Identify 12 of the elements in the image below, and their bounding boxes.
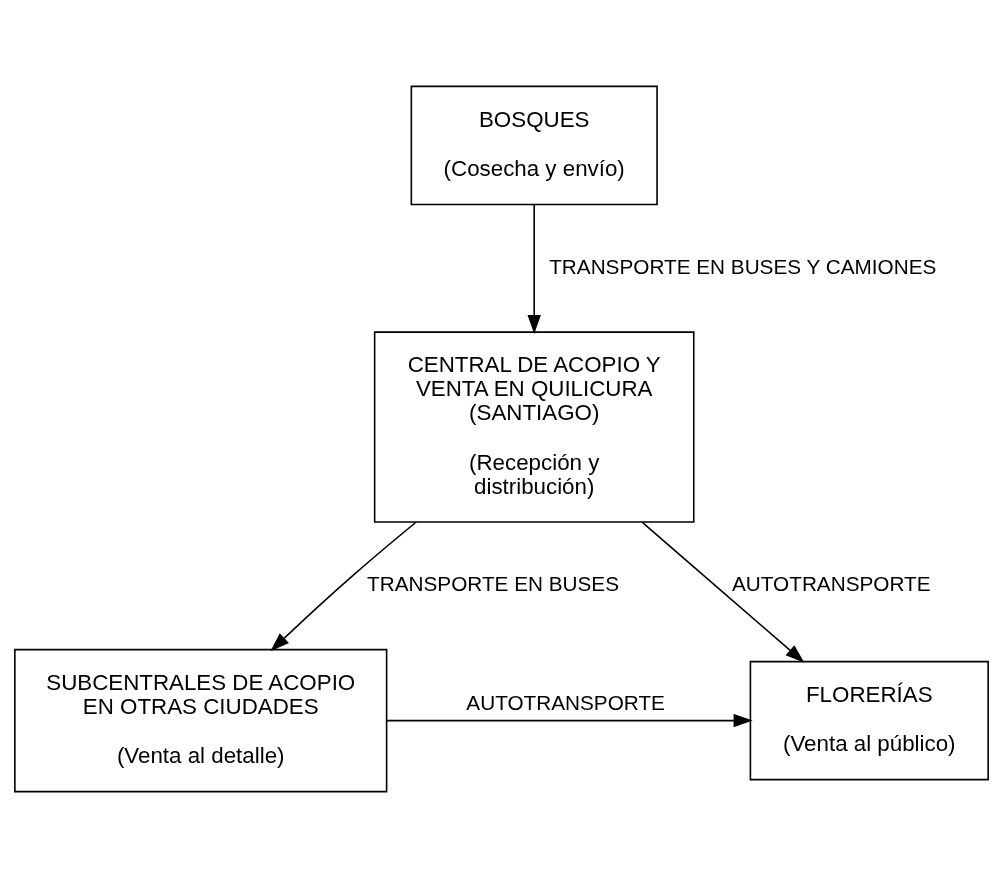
node-box: BOSQUES (Cosecha y envío) — [410, 85, 658, 206]
node-box: SUBCENTRALES DE ACOPIO EN OTRAS CIUDADES (Venta al detalle) — [14, 648, 388, 793]
arrow — [641, 521, 805, 663]
edge-label: AUTOTRANSPORTE — [466, 691, 665, 715]
node-box: CENTRAL DE ACOPIO Y VENTA EN QUILICURA (SANTIAGO) (Recepción y distribución) — [373, 331, 695, 523]
edge-label: TRANSPORTE EN BUSES — [367, 572, 619, 596]
arrow — [527, 203, 541, 335]
edge-label: TRANSPORTE EN BUSES Y CAMIONES — [549, 254, 937, 278]
arrow — [270, 521, 418, 652]
edge-label: AUTOTRANSPORTE — [732, 572, 931, 596]
node-box: FLORERÍAS (Venta al público) — [749, 660, 989, 781]
arrow — [386, 713, 753, 728]
